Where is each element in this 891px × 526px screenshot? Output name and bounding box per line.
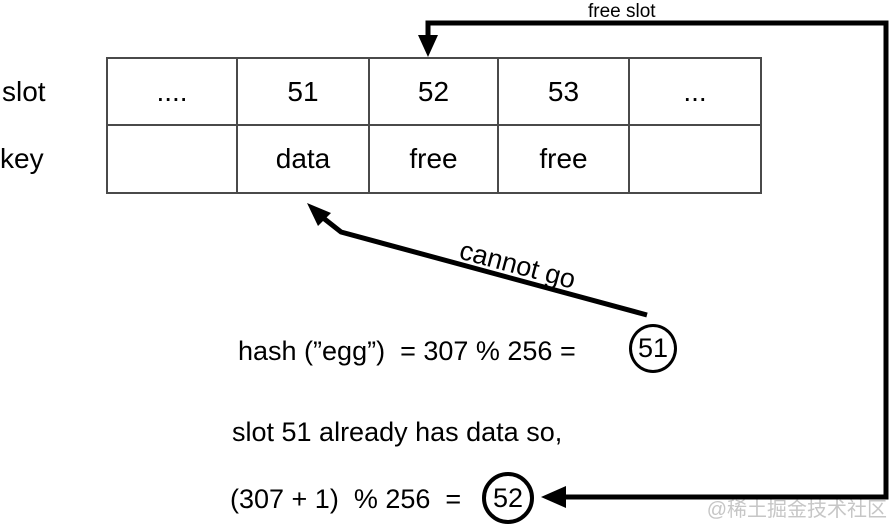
left-arrowhead-icon xyxy=(541,486,566,508)
key-cell-empty-right xyxy=(630,126,760,192)
up-left-arrowhead-icon xyxy=(307,203,331,226)
result-circle-52: 52 xyxy=(482,472,534,524)
explanation-line: slot 51 already has data so, xyxy=(232,417,563,447)
key-cell-free-53: free xyxy=(499,126,630,192)
hash-table: .... 51 52 53 ... data free free xyxy=(106,57,762,194)
slot-cell-ellipsis: ... xyxy=(630,59,760,126)
key-cell-free-52: free xyxy=(370,126,499,192)
result-51-value: 51 xyxy=(637,333,669,363)
cannot-go-label: cannot go xyxy=(456,235,579,295)
result-circle-51: 51 xyxy=(629,324,677,373)
slot-cell-52: 52 xyxy=(370,59,499,126)
down-arrowhead-icon xyxy=(418,35,438,57)
slot-cell-dots: .... xyxy=(108,59,238,126)
free-slot-label: free slot xyxy=(588,1,656,22)
hash-equation-line: hash (”egg”) = 307 % 256 = xyxy=(238,336,576,366)
key-row-label: key xyxy=(0,143,44,174)
key-cell-empty-left xyxy=(108,126,238,192)
watermark: @稀土掘金技术社区 xyxy=(706,499,887,521)
key-cell-data: data xyxy=(238,126,370,192)
result-52-value: 52 xyxy=(492,482,524,513)
slot-cell-51: 51 xyxy=(238,59,370,126)
slot-cell-53: 53 xyxy=(499,59,630,126)
probe-equation-line: (307 + 1) % 256 = xyxy=(230,484,462,514)
slot-row-label: slot xyxy=(2,76,46,107)
